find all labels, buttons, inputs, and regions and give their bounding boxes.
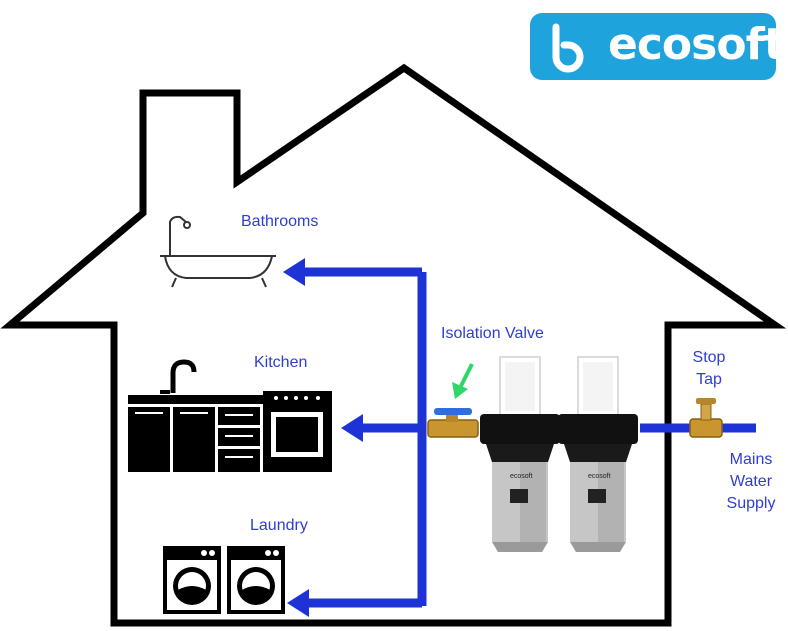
arrow-laundry	[287, 589, 309, 617]
valve-pointer-head	[452, 382, 468, 399]
label-bathrooms: Bathrooms	[241, 213, 319, 230]
label-stop-tap-line2: Tap	[696, 371, 722, 388]
filter-housing-1	[480, 356, 560, 552]
ecosoft-b-icon	[552, 23, 584, 73]
filter-2-brand: ecosoft	[588, 473, 611, 480]
filter-housing-2	[558, 356, 638, 552]
kitchen-icon	[128, 359, 332, 472]
label-mains-line2: Water	[729, 473, 773, 490]
logo-text: ecosoft	[608, 19, 785, 70]
label-isolation-valve: Isolation Valve	[441, 325, 544, 342]
label-laundry: Laundry	[250, 517, 308, 534]
label-mains-line1: Mains	[729, 451, 773, 468]
label-kitchen: Kitchen	[254, 354, 308, 371]
label-stop-tap: Stop Tap	[686, 347, 732, 391]
valve-pointer-arrow	[459, 363, 474, 387]
arrow-bathroom	[283, 258, 305, 286]
label-mains-line3: Supply	[726, 495, 776, 512]
ecosoft-logo: ecosoft	[530, 13, 785, 80]
label-mains-water-supply: Mains Water Supply	[718, 449, 784, 515]
label-stop-tap-line1: Stop	[692, 349, 726, 366]
stop-tap-icon	[689, 398, 723, 438]
filter-1-brand: ecosoft	[510, 473, 533, 480]
washing-machines-icon	[163, 546, 285, 614]
bathtub-icon	[160, 215, 276, 288]
house-outline	[0, 63, 787, 627]
arrow-kitchen	[341, 414, 363, 442]
isolation-valve-icon	[427, 408, 479, 438]
